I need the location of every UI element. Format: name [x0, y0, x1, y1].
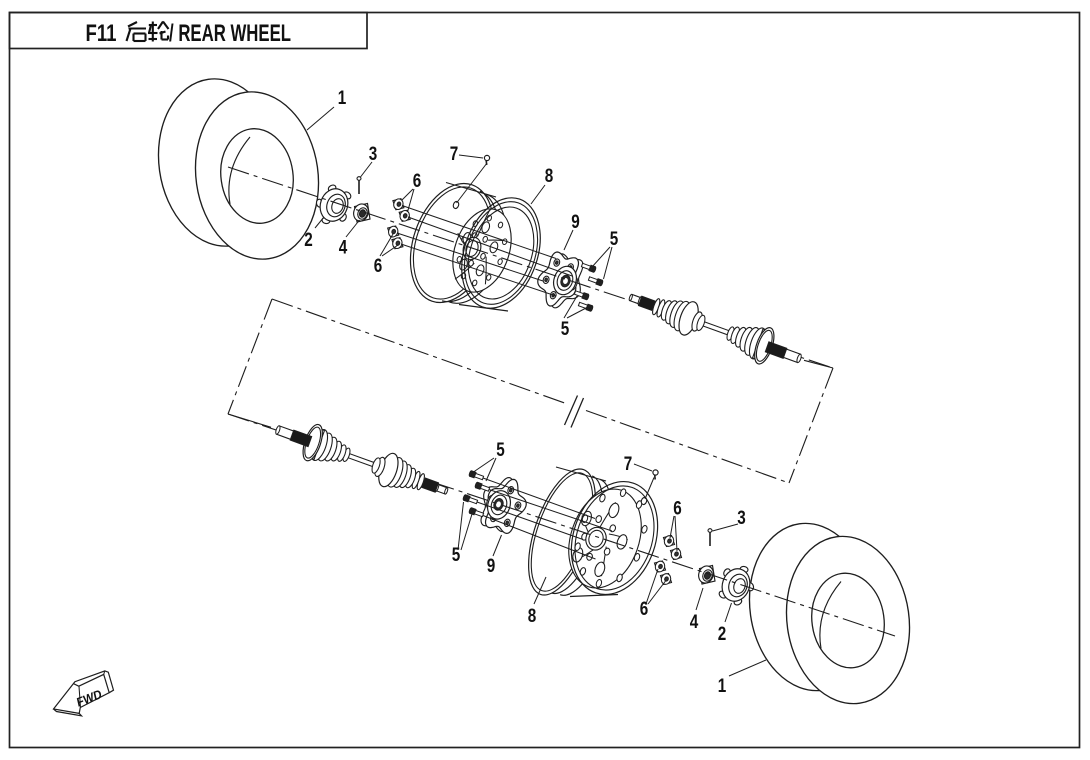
- svg-text:1: 1: [338, 88, 347, 109]
- svg-text:8: 8: [545, 166, 554, 187]
- svg-text:6: 6: [413, 171, 422, 192]
- svg-text:5: 5: [561, 319, 570, 340]
- svg-text:7: 7: [450, 144, 459, 165]
- svg-text:7: 7: [624, 454, 633, 475]
- svg-text:5: 5: [496, 440, 505, 461]
- svg-text:9: 9: [571, 212, 580, 233]
- svg-text:5: 5: [452, 545, 461, 566]
- svg-text:3: 3: [737, 508, 746, 529]
- svg-text:3: 3: [369, 144, 378, 165]
- svg-text:/ REAR WHEEL: / REAR WHEEL: [169, 20, 291, 47]
- svg-text:6: 6: [374, 256, 383, 277]
- svg-text:4: 4: [690, 612, 699, 633]
- svg-text:4: 4: [339, 238, 348, 259]
- svg-text:9: 9: [487, 556, 496, 577]
- svg-text:6: 6: [640, 599, 649, 620]
- svg-text:2: 2: [304, 230, 313, 251]
- svg-text:6: 6: [673, 499, 682, 520]
- svg-text:F11: F11: [86, 20, 117, 47]
- svg-text:5: 5: [610, 229, 619, 250]
- svg-text:8: 8: [528, 606, 537, 627]
- svg-text:2: 2: [718, 624, 727, 645]
- svg-text:1: 1: [718, 676, 727, 697]
